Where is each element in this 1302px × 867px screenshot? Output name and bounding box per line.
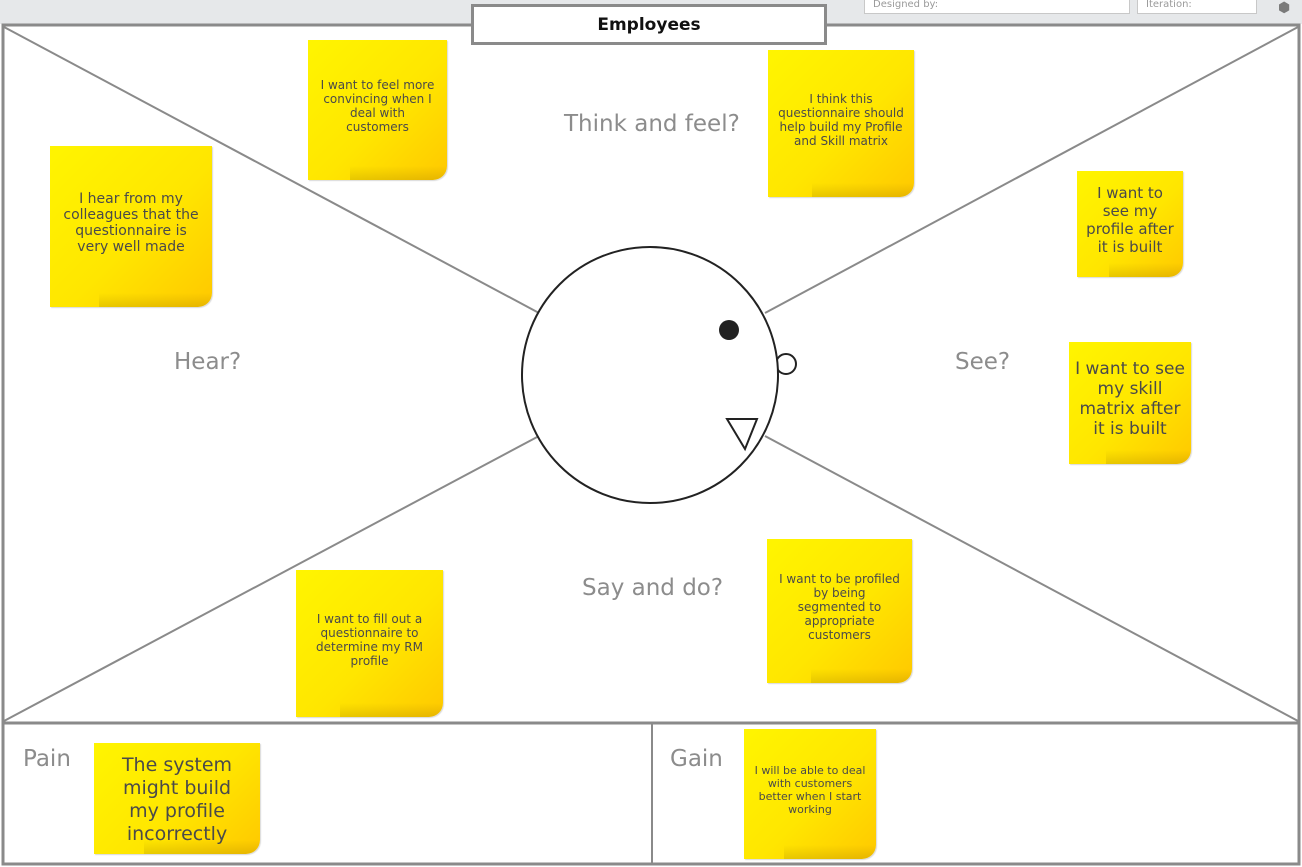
designed-by-field[interactable]: Designed by: xyxy=(864,0,1130,14)
map-title[interactable]: Employees xyxy=(471,4,827,45)
sticky-note-see-1[interactable]: I want to see my profile after it is bui… xyxy=(1077,171,1183,277)
gain-label: Gain xyxy=(670,746,723,772)
hexagon-icon[interactable]: ⬢ xyxy=(1278,0,1291,16)
sticky-note-see-2[interactable]: I want to see my skill matrix after it i… xyxy=(1069,342,1191,464)
see-label: See? xyxy=(955,349,1011,375)
diagonal-bottom-right xyxy=(764,435,1299,722)
head-mouth xyxy=(725,418,759,452)
diagonal-top-left xyxy=(3,26,540,314)
sticky-note-say-2[interactable]: I want to be profiled by being segmented… xyxy=(767,539,912,683)
sticky-note-think-2[interactable]: I think this questionnaire should help b… xyxy=(768,50,914,197)
iteration-field[interactable]: Iteration: xyxy=(1137,0,1257,14)
think-and-feel-label: Think and feel? xyxy=(564,111,740,137)
sticky-note-hear-1[interactable]: I hear from my colleagues that the quest… xyxy=(50,146,212,307)
diagonal-bottom-left xyxy=(3,435,540,722)
head-ear xyxy=(775,353,797,375)
hear-label: Hear? xyxy=(174,349,242,375)
head-circle xyxy=(521,246,779,504)
pain-label: Pain xyxy=(23,746,71,772)
sticky-note-say-1[interactable]: I want to fill out a questionnaire to de… xyxy=(296,570,443,717)
sticky-note-pain-1[interactable]: The system might build my profile incorr… xyxy=(94,743,260,854)
diagonal-top-right xyxy=(764,26,1299,314)
say-and-do-label: Say and do? xyxy=(582,575,724,601)
sticky-note-think-1[interactable]: I want to feel more convincing when I de… xyxy=(308,40,447,180)
head-eye xyxy=(719,320,739,340)
sticky-note-gain-1[interactable]: I will be able to deal with customers be… xyxy=(744,729,876,859)
